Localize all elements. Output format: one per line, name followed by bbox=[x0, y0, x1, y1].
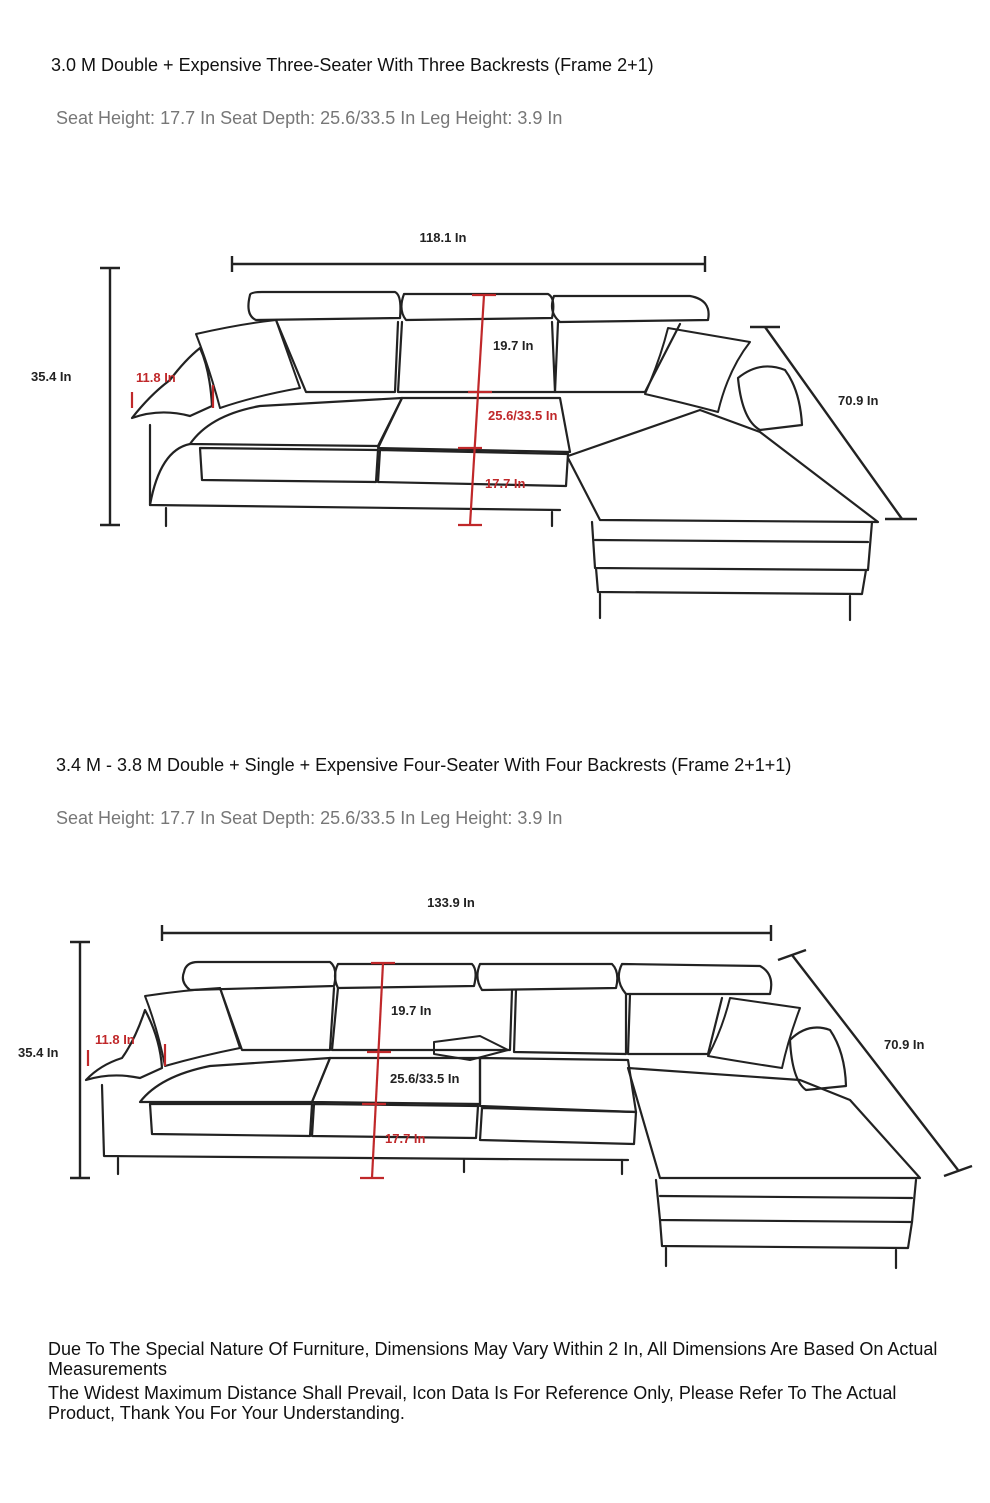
dim-width: 133.9 In bbox=[427, 895, 475, 910]
dim-seat-depth: 25.6/33.5 In bbox=[488, 408, 557, 423]
section-2-specs: Seat Height: 17.7 In Seat Depth: 25.6/33… bbox=[56, 808, 563, 828]
sofa-drawing-2 bbox=[84, 960, 922, 1270]
dim-back: 19.7 In bbox=[391, 1003, 432, 1018]
red-measure-lines-1 bbox=[130, 293, 496, 527]
sofa-diagram-1: 118.1 In 35.4 In 70.9 In 19.7 In 25.6/33… bbox=[31, 230, 917, 622]
dim-seat-height: 17.7 In bbox=[385, 1131, 426, 1146]
dim-height: 35.4 In bbox=[18, 1045, 59, 1060]
dim-depth: 70.9 In bbox=[884, 1037, 925, 1052]
section-1-specs: Seat Height: 17.7 In Seat Depth: 25.6/33… bbox=[56, 108, 563, 128]
section-1-title: 3.0 M Double + Expensive Three-Seater Wi… bbox=[51, 55, 654, 75]
dim-arm: 11.8 In bbox=[95, 1032, 135, 1047]
dim-depth: 70.9 In bbox=[838, 393, 879, 408]
red-measure-lines-2 bbox=[86, 961, 395, 1180]
dim-arm: 11.8 In bbox=[136, 370, 176, 385]
section-2-title: 3.4 M - 3.8 M Double + Single + Expensiv… bbox=[56, 755, 792, 775]
dim-back: 19.7 In bbox=[493, 338, 534, 353]
sofa-diagram-2: 133.9 In 35.4 In 70.9 In 19.7 In 25.6/33… bbox=[18, 895, 973, 1270]
sofa-drawing-1 bbox=[130, 290, 880, 622]
dim-width: 118.1 In bbox=[420, 230, 467, 245]
dim-height: 35.4 In bbox=[31, 369, 72, 384]
disclaimer-note-1: Due To The Special Nature Of Furniture, … bbox=[48, 1339, 938, 1379]
dim-seat-depth: 25.6/33.5 In bbox=[390, 1071, 459, 1086]
dimension-lines-2 bbox=[70, 925, 973, 1180]
dimension-lines-1 bbox=[100, 256, 917, 527]
disclaimer-note-2: The Widest Maximum Distance Shall Prevai… bbox=[48, 1383, 897, 1423]
dim-seat-height: 17.7 In bbox=[485, 476, 526, 491]
